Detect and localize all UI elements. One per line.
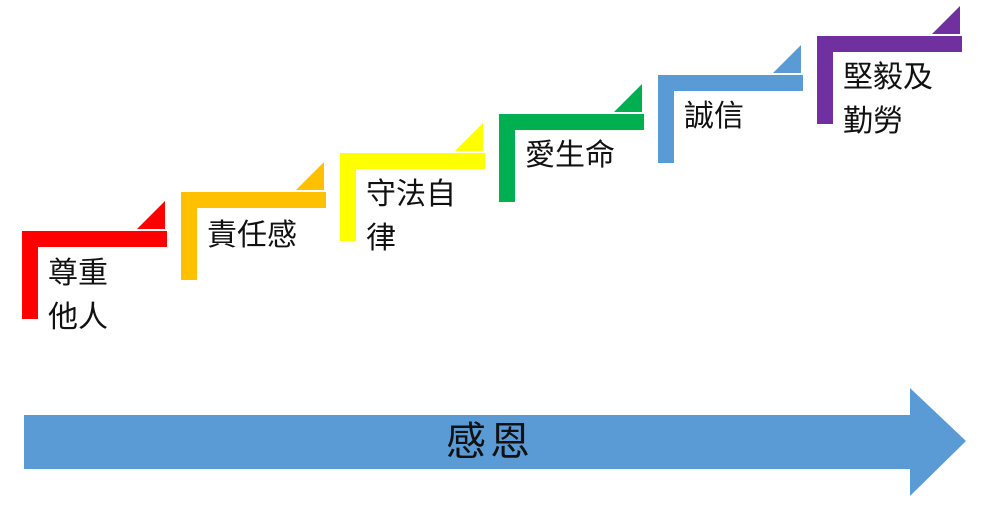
step-corner-triangle-integrity (773, 45, 801, 73)
step-corner-triangle-cherish-life (614, 84, 642, 112)
step-bracket-integrity (658, 75, 803, 163)
step-bracket-cherish-life (499, 114, 644, 202)
arrow-label-gratitude: 感恩 (446, 419, 534, 465)
step-label-respect-others: 尊重 他人 (48, 256, 108, 335)
step-corner-triangle-law-abiding (455, 123, 483, 151)
step-corner-triangle-responsibility (296, 162, 324, 190)
step-label-integrity: 誠信 (684, 99, 744, 134)
step-corner-triangle-respect-others (137, 201, 165, 229)
step-label-perseverance-diligence: 堅毅及 勤勞 (843, 60, 933, 139)
step-label-responsibility: 責任感 (207, 218, 297, 253)
step-label-cherish-life: 愛生命 (525, 138, 615, 173)
step-bracket-responsibility (181, 192, 326, 280)
staircase-steps (22, 6, 962, 319)
gratitude-arrow (24, 388, 966, 496)
step-bracket-law-abiding (340, 153, 485, 241)
step-bracket-perseverance-diligence (817, 36, 962, 124)
step-label-law-abiding: 守法自 律 (366, 177, 456, 256)
step-bracket-respect-others (22, 231, 167, 319)
step-corner-triangle-perseverance-diligence (932, 6, 960, 34)
